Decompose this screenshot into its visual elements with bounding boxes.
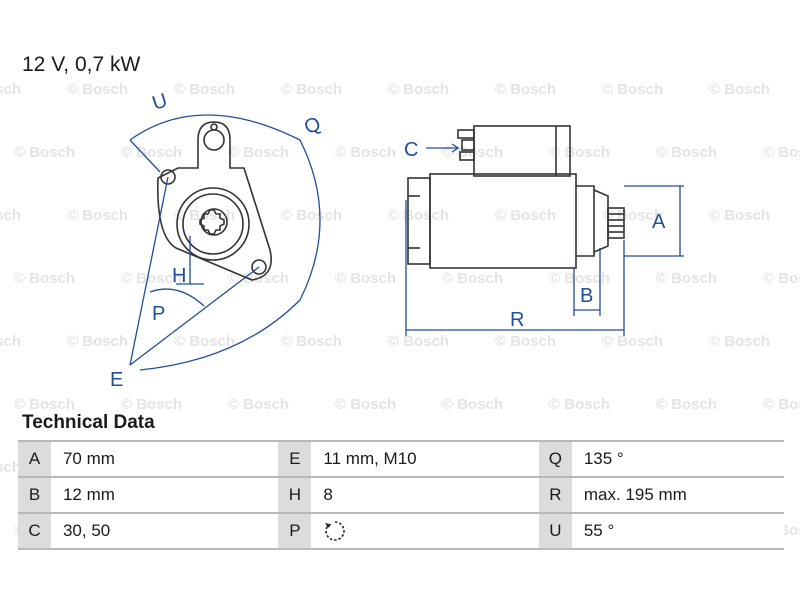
- spec-key: B: [18, 476, 51, 514]
- label-p: P: [152, 303, 165, 325]
- dimension-p-arc: [149, 288, 205, 307]
- dimension-e-line: [129, 176, 169, 366]
- table-row: C 30, 50 P U 55 °: [18, 512, 784, 550]
- label-q: Q: [301, 113, 324, 140]
- spec-value: 135 °: [571, 440, 784, 478]
- spec-key: P: [278, 512, 312, 550]
- label-h: H: [172, 265, 186, 287]
- drawing-outline: [157, 121, 625, 281]
- starter-drawing: U Q H P E C A B R: [110, 89, 684, 391]
- spec-value: 11 mm, M10: [311, 440, 524, 478]
- pinion-side: [607, 207, 625, 239]
- rating-headline: 12 V, 0,7 kW: [22, 53, 141, 76]
- angle-q-arc: [129, 114, 301, 141]
- front-flange: [157, 121, 272, 281]
- spec-value: 8: [311, 476, 524, 514]
- technical-data-table: A 70 mm E 11 mm, M10 Q 135 ° B 12 mm H 8…: [18, 440, 784, 550]
- column-gap: [263, 512, 279, 550]
- spec-value: 70 mm: [50, 440, 264, 478]
- spec-key: R: [538, 476, 572, 514]
- label-e: E: [110, 369, 123, 391]
- spec-key: C: [18, 512, 51, 550]
- rotation-direction-icon: [325, 521, 346, 541]
- solenoid: [473, 125, 571, 177]
- spec-key: E: [278, 440, 312, 478]
- dimension-labels: U Q H P E C A B R: [110, 89, 666, 391]
- spec-key: Q: [538, 440, 572, 478]
- drive-housing: [576, 185, 595, 257]
- terminal-low: [459, 151, 475, 161]
- pinion-teeth: [199, 209, 225, 235]
- left-mount-hole: [160, 169, 176, 185]
- angle-ref-line: [129, 139, 161, 173]
- dimension-lines: [129, 114, 684, 371]
- top-bolt-dot: [210, 123, 218, 131]
- label-a: A: [652, 211, 666, 233]
- technical-data-title: Technical Data: [22, 412, 155, 433]
- label-c: C: [404, 139, 418, 161]
- end-cap: [407, 177, 431, 265]
- drive-nose: [593, 189, 609, 253]
- right-mount-hole: [251, 259, 267, 275]
- spec-value-rotation: [311, 512, 524, 550]
- arrow-c-head: [451, 143, 460, 153]
- pinion-circle: [200, 208, 228, 236]
- spec-key: U: [538, 512, 572, 550]
- motor-body: [429, 173, 577, 269]
- column-gap: [263, 476, 279, 514]
- spec-value: 55 °: [571, 512, 784, 550]
- housing-inner-circle: [182, 193, 244, 255]
- label-r: R: [510, 309, 524, 331]
- angle-u-arc: [139, 139, 321, 371]
- table-row: A 70 mm E 11 mm, M10 Q 135 °: [18, 440, 784, 478]
- top-mount-hole: [203, 129, 225, 151]
- table-row: B 12 mm H 8 R max. 195 mm: [18, 476, 784, 514]
- column-gap: [263, 440, 279, 478]
- spec-value: max. 195 mm: [571, 476, 784, 514]
- label-b: B: [580, 285, 593, 307]
- column-gap: [523, 440, 539, 478]
- column-gap: [523, 512, 539, 550]
- spec-value: 12 mm: [50, 476, 264, 514]
- dimension-e-line-2: [129, 266, 260, 366]
- spec-key: H: [278, 476, 312, 514]
- terminal-top: [457, 129, 475, 139]
- housing-outer-circle: [176, 187, 250, 261]
- spec-key: A: [18, 440, 51, 478]
- terminal-mid: [461, 139, 475, 151]
- column-gap: [523, 476, 539, 514]
- label-u: U: [150, 89, 171, 114]
- spec-value: 30, 50: [50, 512, 264, 550]
